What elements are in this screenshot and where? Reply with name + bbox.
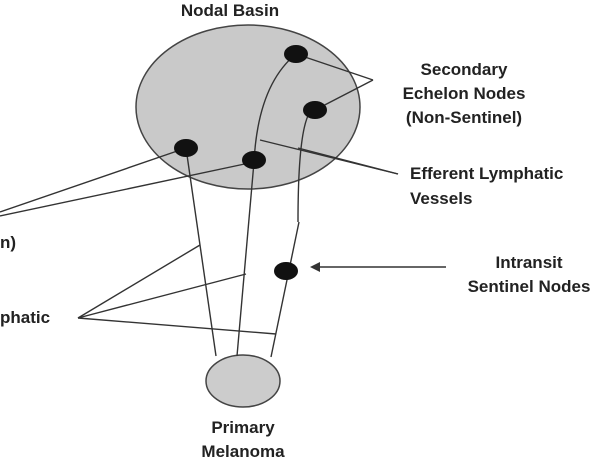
left-lower-pointer-3	[77, 317, 277, 335]
left-lower-pointer-1	[77, 244, 201, 319]
efferent-pointer-2	[297, 147, 399, 175]
left-lower-pointer-2	[77, 273, 247, 319]
secondary-label-line3: (Non-Sentinel)	[406, 108, 522, 127]
efferent-vessel-1	[253, 53, 297, 163]
primary-label-line1: Primary	[211, 418, 275, 437]
nodal-basin-label: Nodal Basin	[181, 1, 279, 20]
intransit-node	[274, 262, 298, 280]
secondary-label-line2: Echelon Nodes	[403, 84, 526, 103]
afferent-vessel-left	[185, 147, 217, 357]
secondary-node-right	[303, 101, 327, 119]
intransit-arrowhead	[310, 262, 320, 272]
primary-label-line2: Melanoma	[201, 442, 285, 458]
intransit-label-line2: Sentinel Nodes	[468, 277, 591, 296]
secondary-node-top	[284, 45, 308, 63]
intransit-label-line1: Intransit	[495, 253, 562, 272]
secondary-label-line1: Secondary	[421, 60, 508, 79]
left-upper-pointer-2	[0, 161, 255, 217]
primary-melanoma-ellipse	[205, 354, 281, 408]
afferent-vessel-right	[270, 221, 300, 358]
efferent-label-line1: Efferent Lymphatic	[410, 164, 563, 183]
left-upper-pointer-1	[0, 147, 187, 213]
left-lower-cut-label: phatic	[0, 308, 50, 327]
sentinel-node-center	[242, 151, 266, 169]
sentinel-node-left	[174, 139, 198, 157]
afferent-vessel-center	[236, 161, 255, 357]
left-upper-cut-label: n)	[0, 233, 16, 252]
efferent-label-line2: Vessels	[410, 189, 472, 208]
secondary-pointer-1	[295, 53, 374, 81]
